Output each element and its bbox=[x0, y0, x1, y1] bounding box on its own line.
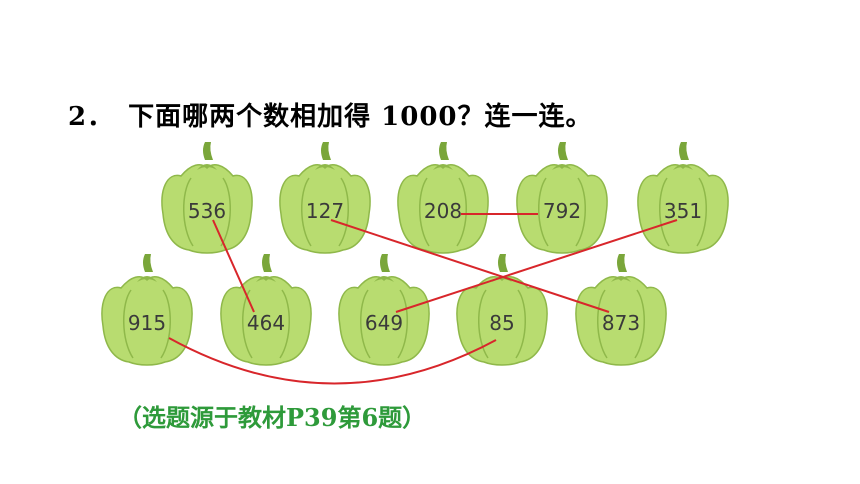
pepper-icon bbox=[575, 253, 667, 366]
pepper-649[interactable]: 649 bbox=[338, 253, 430, 366]
pepper-number: 792 bbox=[543, 199, 581, 223]
pepper-873[interactable]: 873 bbox=[575, 253, 667, 366]
pepper-icon bbox=[279, 141, 371, 254]
pepper-number: 536 bbox=[188, 199, 226, 223]
pepper-icon bbox=[397, 141, 489, 254]
pepper-number: 873 bbox=[602, 311, 640, 335]
pepper-icon bbox=[456, 253, 548, 366]
connect-line-536-464 bbox=[212, 219, 255, 313]
question-text: 下面哪两个数相加得 1000？连一连。 bbox=[128, 102, 593, 132]
pepper-464[interactable]: 464 bbox=[220, 253, 312, 366]
pepper-127[interactable]: 127 bbox=[279, 141, 371, 254]
pepper-icon bbox=[161, 141, 253, 254]
pepper-number: 208 bbox=[424, 199, 462, 223]
pepper-number: 351 bbox=[664, 199, 702, 223]
pepper-number: 915 bbox=[128, 311, 166, 335]
pepper-number: 127 bbox=[306, 199, 344, 223]
pepper-number: 649 bbox=[365, 311, 403, 335]
connect-line-351-649 bbox=[395, 219, 678, 313]
pepper-number: 85 bbox=[489, 311, 514, 335]
pepper-icon bbox=[101, 253, 193, 366]
pepper-icon bbox=[338, 253, 430, 366]
pepper-icon bbox=[516, 141, 608, 254]
pepper-792[interactable]: 792 bbox=[516, 141, 608, 254]
pepper-351[interactable]: 351 bbox=[637, 141, 729, 254]
source-note: （选题源于教材P39第6题） bbox=[118, 403, 427, 432]
pepper-icon bbox=[637, 141, 729, 254]
pepper-208[interactable]: 208 bbox=[397, 141, 489, 254]
pepper-85[interactable]: 85 bbox=[456, 253, 548, 366]
connect-line-127-873 bbox=[330, 219, 610, 313]
connect-line-915-85 bbox=[168, 337, 497, 385]
question-title: 2． 下面哪两个数相加得 1000？连一连。 bbox=[68, 96, 593, 133]
pepper-number: 464 bbox=[247, 311, 285, 335]
pepper-915[interactable]: 915 bbox=[101, 253, 193, 366]
pepper-536[interactable]: 536 bbox=[161, 141, 253, 254]
question-number: 2． bbox=[68, 102, 115, 132]
